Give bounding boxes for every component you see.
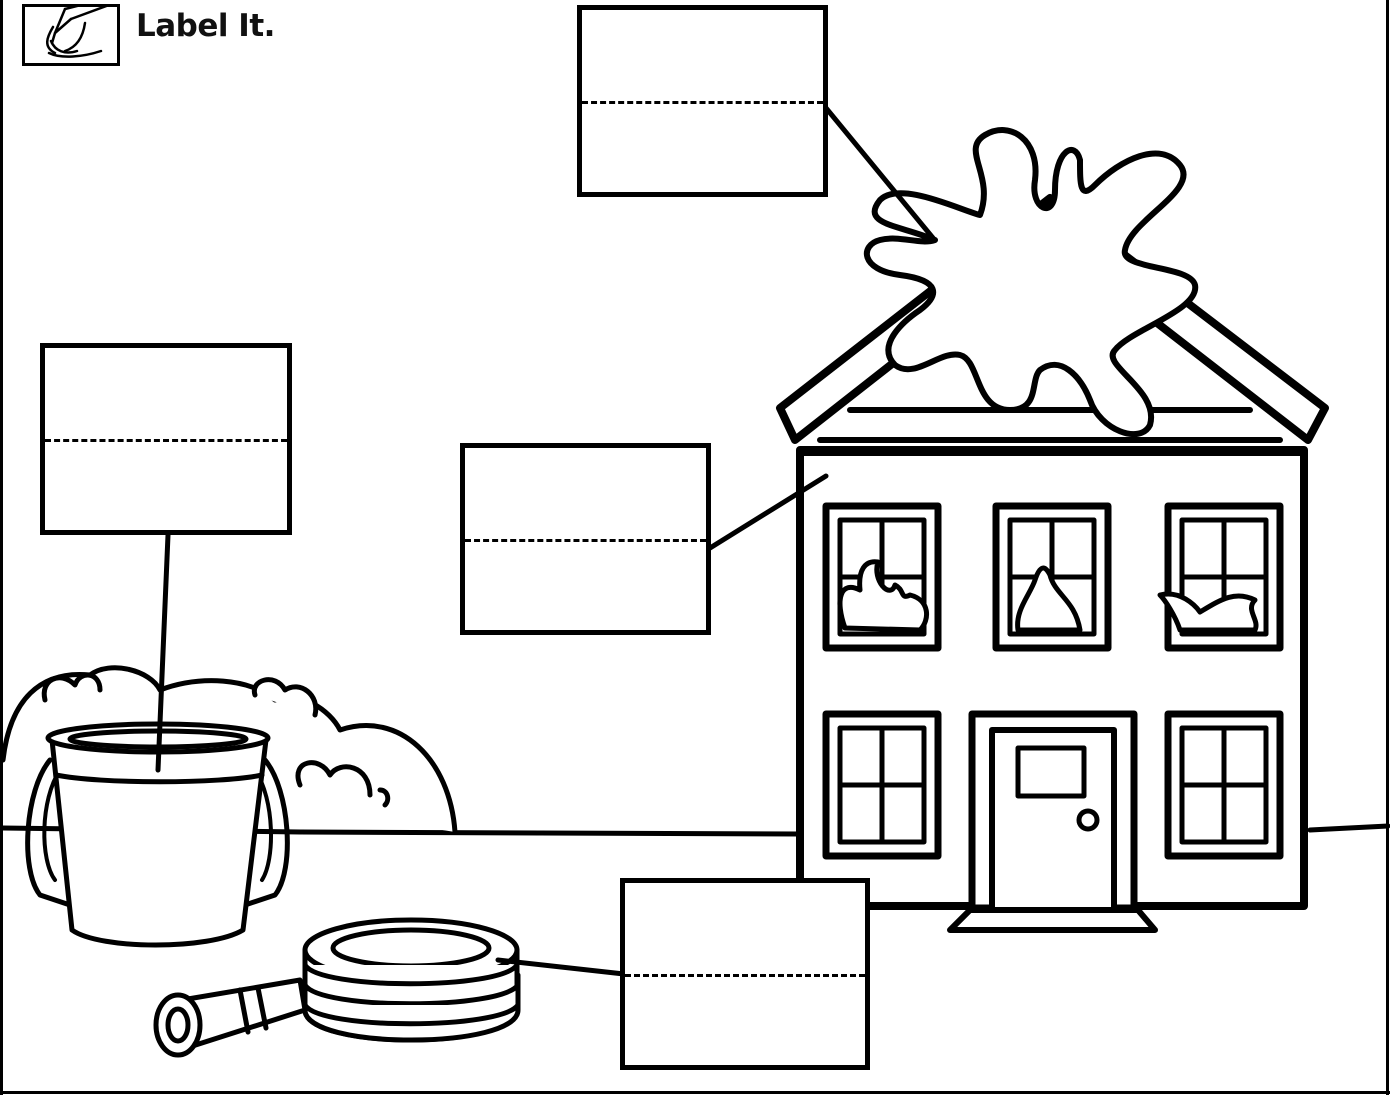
water-splash-icon — [867, 130, 1195, 434]
hose-label-box[interactable] — [620, 878, 870, 1070]
dashed-guide-line — [625, 974, 865, 977]
pencil-writing-icon — [22, 4, 120, 66]
bucket-label-box[interactable] — [40, 343, 292, 535]
worksheet-header: Label It. — [22, 4, 275, 66]
worksheet-title: Label It. — [136, 8, 275, 44]
splash-label-box[interactable] — [577, 5, 828, 197]
house-label-box[interactable] — [460, 443, 711, 635]
dashed-guide-line — [465, 539, 706, 542]
dashed-guide-line — [45, 439, 287, 442]
dashed-guide-line — [582, 101, 823, 104]
